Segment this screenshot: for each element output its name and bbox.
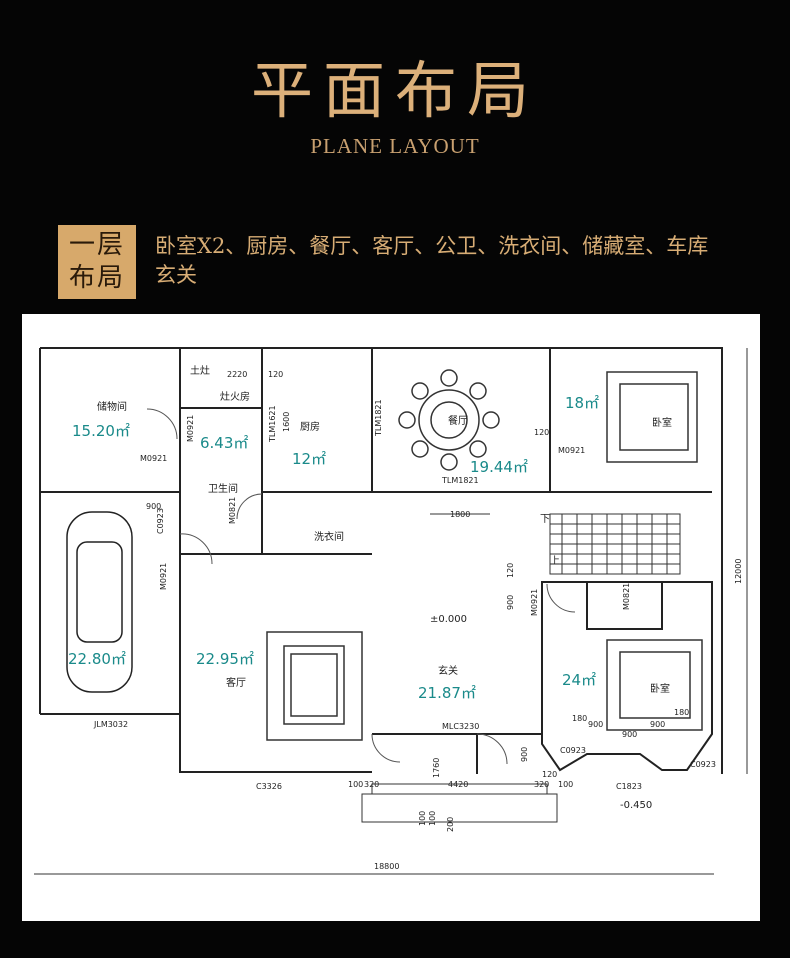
code-m0921-foyer: M0921 [530,588,539,616]
foyer-name: 玄关 [438,666,458,677]
dim-200: 200 [446,816,455,832]
bathroom-name: 卫生间 [208,484,238,495]
dim-12000: 12000 [734,558,743,584]
living-area: 22.95㎡ [196,650,254,668]
dim-100-c: 100 [418,810,427,826]
bedroom1-area: 18㎡ [565,394,600,412]
bedroom2-name: 卧室 [650,684,670,695]
dining-area: 19.44㎡ [470,458,528,476]
code-m0921-stove: M0921 [186,414,195,442]
code-tlm1821-dining: TLM1821 [374,399,383,436]
code-c0923-left: C0923 [156,508,165,534]
code-jlm3032: JLM3032 [94,720,129,729]
code-m0921-garage: M0921 [159,562,168,590]
dim-320-a: 320 [364,780,380,789]
dim-900-f: 900 [650,720,666,729]
page-title: 平面布局 [250,54,539,127]
dim-120-a: 120 [268,370,284,379]
code-c1823: C1823 [616,782,642,791]
floor-badge-line1: 一层 [68,230,125,260]
stove-tag: 土灶 [190,366,210,377]
dim-900-c: 900 [520,746,529,762]
dim-18800: 18800 [374,862,400,871]
floor-badge-line2: 布局 [68,263,125,293]
dim-180-b: 180 [674,708,690,717]
floor-description-line1: 卧室X2、厨房、餐厅、客厅、公卫、洗衣间、储藏室、车库 [155,234,709,258]
dim-100-a: 100 [348,780,364,789]
dim-1600: 1600 [282,411,291,432]
dim-1800: 1800 [450,510,471,519]
dim-180-a: 180 [572,714,588,723]
dim-900-b: 900 [506,594,515,610]
dining-name: 餐厅 [448,416,468,427]
dim-900-e: 900 [622,730,638,739]
dim-120-d: 120 [542,770,558,779]
dim-4420: 4420 [448,780,469,789]
dim-900-d: 900 [588,720,604,729]
kitchen-area: 12㎡ [292,450,327,468]
floor-description: 卧室X2、厨房、餐厅、客厅、公卫、洗衣间、储藏室、车库 玄关 [155,232,790,290]
kitchen-name: 厨房 [300,422,320,433]
stove-room-area: 6.43㎡ [200,434,249,452]
code-mlc3230: MLC3230 [442,722,480,731]
garage-area: 22.80㎡ [68,650,126,668]
living-name: 客厅 [226,678,246,689]
storage-room-area: 15.20㎡ [72,422,130,440]
foyer-area: 21.87㎡ [418,684,476,702]
page-subtitle: PLANE LAYOUT [310,134,480,158]
floor-plan: 储物间 15.20㎡ 土灶 灶火房 6.43㎡ 厨房 12㎡ 餐厅 19.44㎡… [22,314,760,921]
code-c0923-bed-right: C0923 [690,760,716,769]
dim-320-b: 320 [534,780,550,789]
laundry-name: 洗衣间 [314,532,344,543]
elevation-zero: ±0.000 [430,614,468,625]
floor-description-line2: 玄关 [155,263,197,287]
code-m0821-bath: M0821 [228,496,237,524]
dim-120-c: 120 [506,562,515,578]
storage-room-name: 储物间 [97,402,127,413]
code-c0923-bed-left: C0923 [560,746,586,755]
code-c3326: C3326 [256,782,282,791]
code-m0921-bedroom1: M0921 [558,446,586,455]
dim-1760: 1760 [432,757,441,778]
elevation-exterior: -0.450 [620,800,653,811]
dim-900-a: 900 [146,502,162,511]
dim-100-d: 100 [428,810,437,826]
code-m0921-storage: M0921 [140,454,168,463]
stair-down-label: 下 [540,514,550,525]
floor-badge: 一层 布局 [58,225,136,299]
floor-plan-drawing [34,347,748,875]
dim-100-b: 100 [558,780,574,789]
stair-up-label: 上 [550,556,560,567]
code-m0821-bedroom2: M0821 [622,582,631,610]
bedroom2-area: 24㎡ [562,671,597,689]
code-tlm1621: TLM1621 [268,405,277,442]
dim-2220: 2220 [227,370,248,379]
dim-120-b: 120 [534,428,550,437]
stove-room-name: 灶火房 [220,392,250,403]
bedroom1-name: 卧室 [652,418,672,429]
code-tlm1821-bottom: TLM1821 [442,476,479,485]
